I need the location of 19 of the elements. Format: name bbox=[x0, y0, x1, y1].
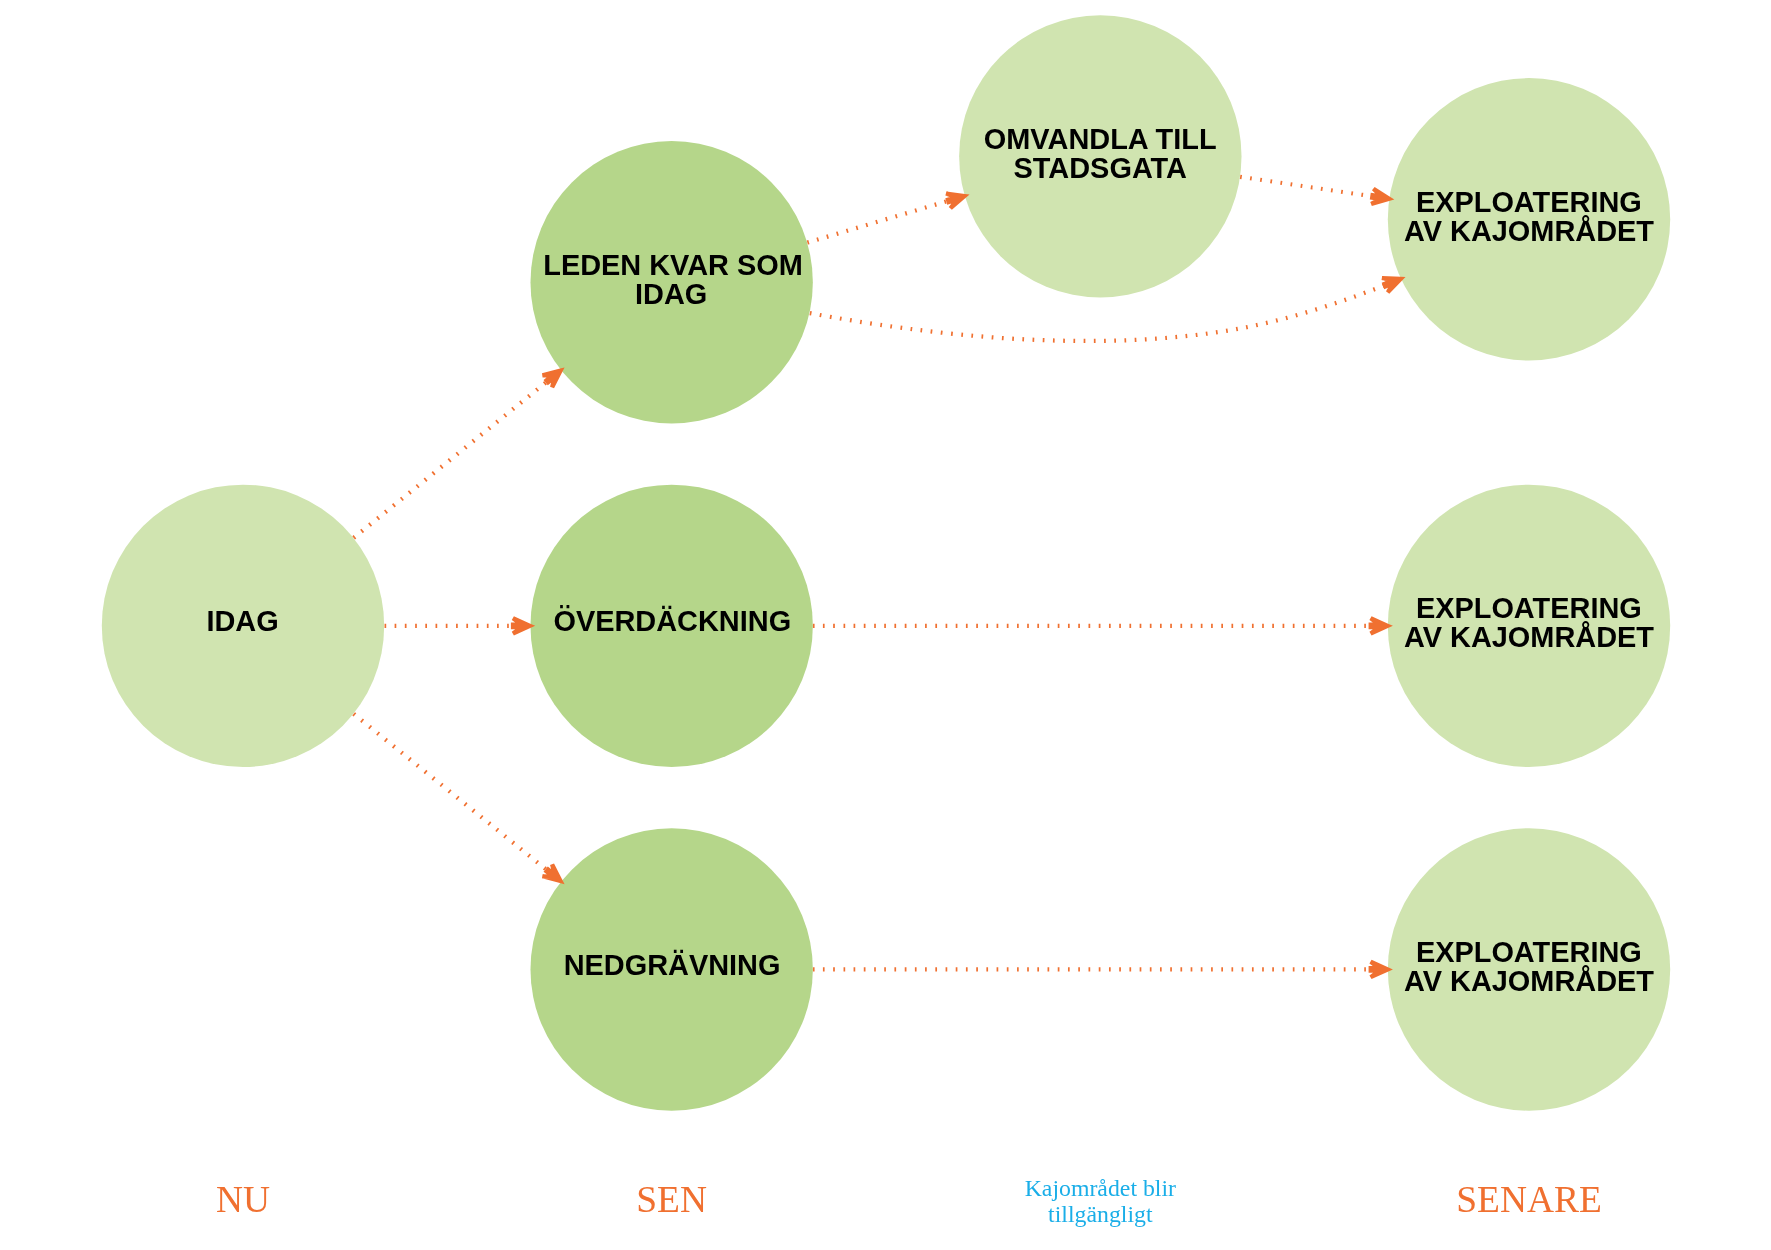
arrow bbox=[808, 275, 1403, 344]
arrow bbox=[812, 959, 1390, 980]
node-circle: EXPLOATERING AV KAJOMRÅDET bbox=[1387, 828, 1670, 1111]
arrow bbox=[351, 712, 563, 884]
node-circle: ÖVERDÄCKNING bbox=[530, 484, 813, 768]
node-circle: EXPLOATERING AV KAJOMRÅDET bbox=[1387, 78, 1670, 361]
node-circle: EXPLOATERING AV KAJOMRÅDET bbox=[1387, 484, 1670, 768]
arrow bbox=[351, 368, 563, 540]
label: NU bbox=[215, 1179, 270, 1221]
node-circle: IDAG bbox=[101, 484, 384, 768]
node-circle: NEDGRÄVNING bbox=[530, 828, 813, 1111]
node-circle: OMVANDLA TILL STADSGATA bbox=[958, 15, 1241, 298]
label: SENARE bbox=[1455, 1179, 1602, 1221]
arrow bbox=[384, 616, 532, 636]
label: Kajområdet blir tillgängligt bbox=[1024, 1175, 1176, 1227]
label: SEN bbox=[635, 1179, 707, 1221]
arrow bbox=[806, 191, 967, 245]
node-circle: LEDEN KVAR SOM IDAG bbox=[530, 141, 813, 424]
arrow bbox=[812, 616, 1390, 636]
